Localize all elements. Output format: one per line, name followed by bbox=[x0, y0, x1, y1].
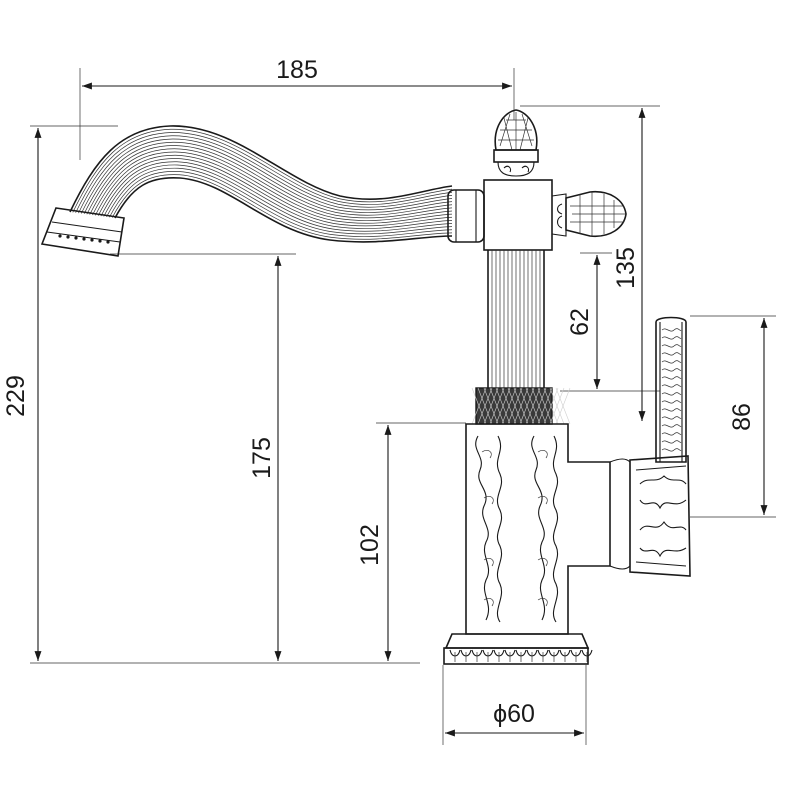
spout bbox=[40, 125, 453, 257]
dim-label-175: 175 bbox=[248, 437, 276, 479]
spout-ribs bbox=[72, 128, 453, 240]
base-pattern bbox=[449, 649, 593, 662]
dim-label-185: 185 bbox=[276, 56, 318, 84]
side-cartridge bbox=[629, 455, 691, 577]
dimension-total-height: 229 bbox=[2, 125, 420, 664]
body-ornament-left bbox=[475, 435, 502, 623]
knurl-pattern bbox=[471, 387, 571, 425]
dimension-side-handle: 86 bbox=[690, 315, 776, 518]
dimension-width-top: 185 bbox=[79, 56, 515, 160]
dimension-stem-length: 62 bbox=[566, 252, 612, 389]
stem bbox=[487, 250, 545, 388]
lever-pattern bbox=[661, 328, 682, 452]
body-ornament-right bbox=[531, 435, 558, 623]
dimension-handle-height: 135 bbox=[520, 105, 660, 421]
swivel-hub bbox=[447, 179, 567, 251]
knurled-collar bbox=[471, 387, 571, 425]
dim-label-102: 102 bbox=[356, 524, 384, 566]
side-lever bbox=[655, 316, 687, 463]
dimension-body-height: 102 bbox=[356, 422, 466, 661]
dimension-spout-height: 175 bbox=[110, 253, 296, 661]
dimension-base-diameter: ϕ60 bbox=[442, 665, 587, 745]
dim-label-229: 229 bbox=[2, 375, 30, 417]
top-knob bbox=[493, 109, 539, 177]
side-knob bbox=[556, 190, 627, 238]
dim-label-phi60: ϕ60 bbox=[493, 700, 535, 728]
stem-ribs bbox=[491, 250, 541, 388]
dim-label-62: 62 bbox=[566, 308, 594, 336]
dim-label-135: 135 bbox=[612, 247, 640, 289]
dim-label-86: 86 bbox=[728, 403, 756, 431]
aerator-dots bbox=[58, 234, 110, 244]
body bbox=[465, 423, 631, 635]
base bbox=[443, 633, 593, 665]
